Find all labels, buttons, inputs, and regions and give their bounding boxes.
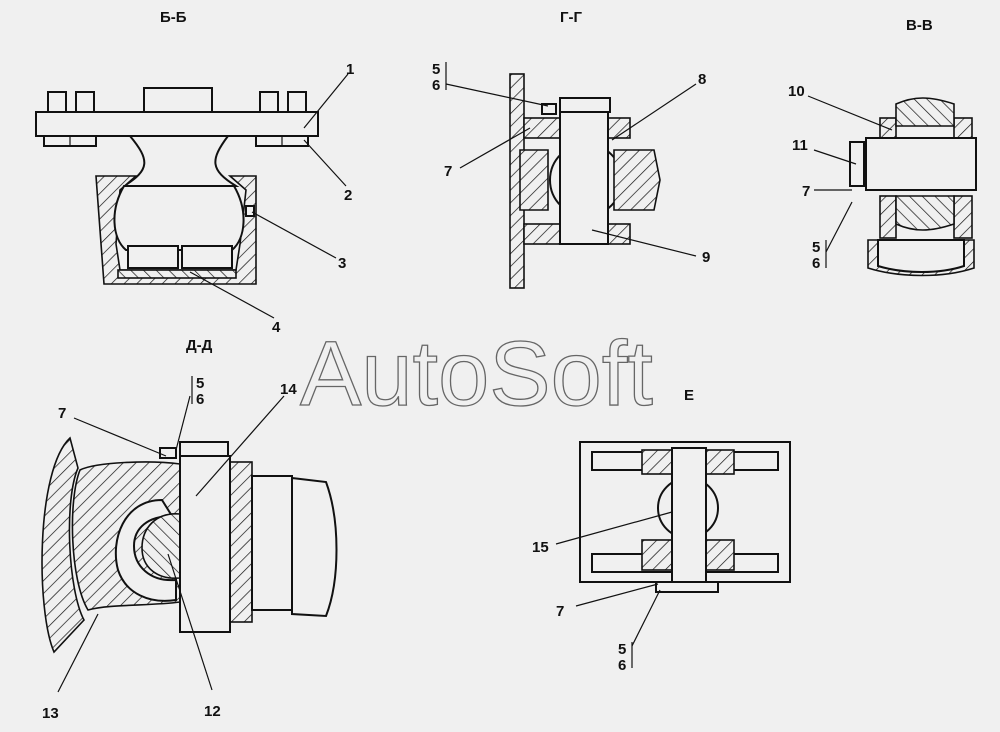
callout-3: 3 xyxy=(338,255,346,272)
callout-5: 5 xyxy=(432,61,440,78)
callout-7: 7 xyxy=(444,163,452,180)
callout-6d: 6 xyxy=(618,657,626,674)
section-gg-title: Г-Г xyxy=(560,9,582,26)
section-vv-title: В-В xyxy=(906,17,933,34)
callout-15: 15 xyxy=(532,539,549,556)
section-bb-title: Б-Б xyxy=(160,9,187,26)
section-e: Е 15 7 5 6 xyxy=(532,387,791,674)
callout-12: 12 xyxy=(204,703,221,720)
callout-8: 8 xyxy=(698,71,706,88)
callout-6: 6 xyxy=(432,77,440,94)
callout-4: 4 xyxy=(272,319,281,336)
section-e-title: Е xyxy=(684,387,694,404)
callout-7b: 7 xyxy=(802,183,810,200)
callout-5d: 5 xyxy=(618,641,626,658)
callout-11: 11 xyxy=(792,137,808,154)
callout-9: 9 xyxy=(702,249,710,266)
section-gg: Г-Г 5 6 7 8 9 xyxy=(432,9,710,289)
callout-1: 1 xyxy=(346,61,354,78)
callout-7d: 7 xyxy=(556,603,564,620)
callout-13: 13 xyxy=(42,705,59,722)
callout-6c: 6 xyxy=(196,391,204,408)
section-bb: Б-Б 1 2 3 4 xyxy=(35,9,354,336)
callout-5b: 5 xyxy=(812,239,820,256)
callout-5c: 5 xyxy=(196,375,204,392)
callout-6b: 6 xyxy=(812,255,820,272)
watermark: AutoSoft xyxy=(300,323,653,425)
callout-10: 10 xyxy=(788,83,805,100)
section-vv: В-В 10 11 7 5 6 xyxy=(788,17,977,277)
section-dd-title: Д-Д xyxy=(186,337,213,354)
callout-7c: 7 xyxy=(58,405,66,422)
section-dd: Д-Д 5 6 7 14 13 12 xyxy=(41,337,338,722)
callout-14: 14 xyxy=(280,381,297,398)
callout-2: 2 xyxy=(344,187,352,204)
